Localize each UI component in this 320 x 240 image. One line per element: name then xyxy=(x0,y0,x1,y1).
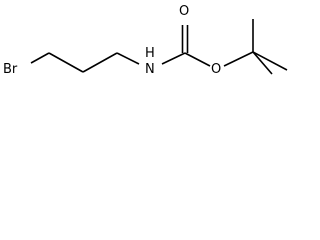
bond-c3-n xyxy=(116,52,140,65)
nh-hydrogen-label: H xyxy=(145,46,155,61)
nitrogen-label: N xyxy=(145,62,155,77)
bond-tbutyl-methyl-right xyxy=(252,51,288,71)
molecule-structure: Br H N O O xyxy=(3,4,288,77)
carbonyl-oxygen-label: O xyxy=(179,4,189,19)
bond-c1-c2 xyxy=(48,52,84,73)
bond-carbonyl-c-ester-o xyxy=(184,52,211,67)
bond-c2-c3 xyxy=(82,52,118,73)
bond-br-c1 xyxy=(30,52,50,64)
bond-n-carbonyl-c xyxy=(161,52,186,65)
bond-ester-o-tbutyl-c xyxy=(223,51,254,67)
ester-oxygen-label: O xyxy=(211,62,221,77)
bromine-label: Br xyxy=(3,62,18,77)
molecule-canvas: Br H N O O xyxy=(0,0,296,88)
bond-tbutyl-methyl-lower xyxy=(252,51,273,75)
